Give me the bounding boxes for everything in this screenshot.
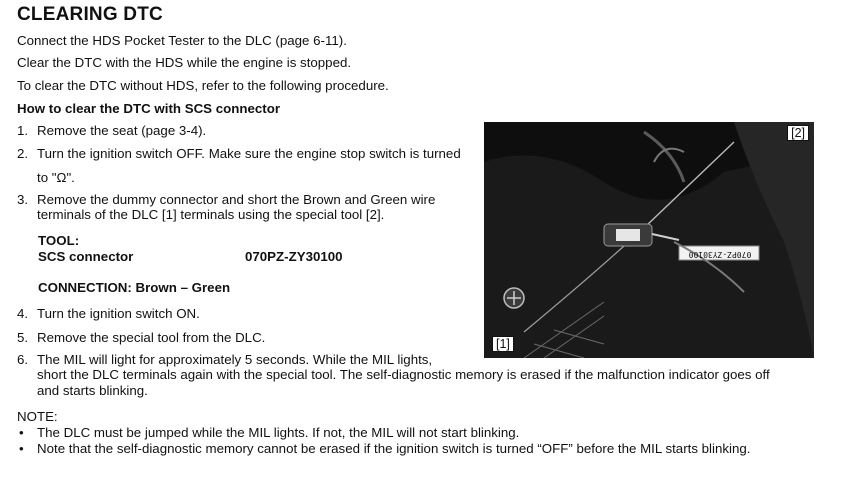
connection-label: CONNECTION: Brown – Green	[38, 280, 231, 295]
procedure-heading: How to clear the DTC with SCS connector	[17, 101, 281, 116]
step-2-text-line-1: Turn the ignition switch OFF. Make sure …	[37, 146, 461, 161]
tool-name: SCS connector	[38, 249, 134, 264]
dlc-connector-photo: [2] [1] 070PZ-ZY30100	[484, 122, 814, 358]
callout-1: [1]	[492, 336, 514, 352]
step-6-text-line-2: short the DLC terminals again with the s…	[37, 367, 770, 382]
page-title: CLEARING DTC	[17, 4, 163, 25]
step-1-text: Remove the seat (page 3-4).	[37, 123, 207, 138]
step-2-number: 2.	[17, 146, 29, 161]
note-heading: NOTE:	[17, 409, 58, 424]
step-6-text-line-3: and starts blinking.	[37, 383, 148, 398]
step-4-number: 4.	[17, 306, 29, 321]
step-3-number: 3.	[17, 192, 29, 207]
intro-line-1: Connect the HDS Pocket Tester to the DLC…	[17, 33, 347, 48]
step-3-text-line-1: Remove the dummy connector and short the…	[37, 192, 436, 207]
step-5-number: 5.	[17, 330, 29, 345]
step-1-number: 1.	[17, 123, 29, 138]
step-4-text: Turn the ignition switch ON.	[37, 306, 200, 321]
step-6-number: 6.	[17, 352, 29, 367]
tool-heading: TOOL:	[38, 233, 80, 248]
tool-part-number: 070PZ-ZY30100	[245, 249, 343, 264]
bullet-icon: •	[19, 441, 24, 456]
callout-2: [2]	[787, 125, 809, 141]
step-3-text-line-2: terminals of the DLC [1] terminals using…	[37, 207, 385, 222]
tool-label-on-photo: 070PZ-ZY30100	[688, 250, 752, 259]
step-5-text: Remove the special tool from the DLC.	[37, 330, 266, 345]
note-item-2-text: Note that the self-diagnostic memory can…	[37, 441, 751, 456]
bullet-icon: •	[19, 425, 24, 440]
photo-illustration	[484, 122, 814, 358]
note-item-1-text: The DLC must be jumped while the MIL lig…	[37, 425, 520, 440]
step-6-text-line-1: The MIL will light for approximately 5 s…	[37, 352, 433, 367]
intro-line-3: To clear the DTC without HDS, refer to t…	[17, 78, 389, 93]
intro-line-2: Clear the DTC with the HDS while the eng…	[17, 55, 352, 70]
step-2-text-line-2: to "Ω".	[37, 170, 75, 185]
